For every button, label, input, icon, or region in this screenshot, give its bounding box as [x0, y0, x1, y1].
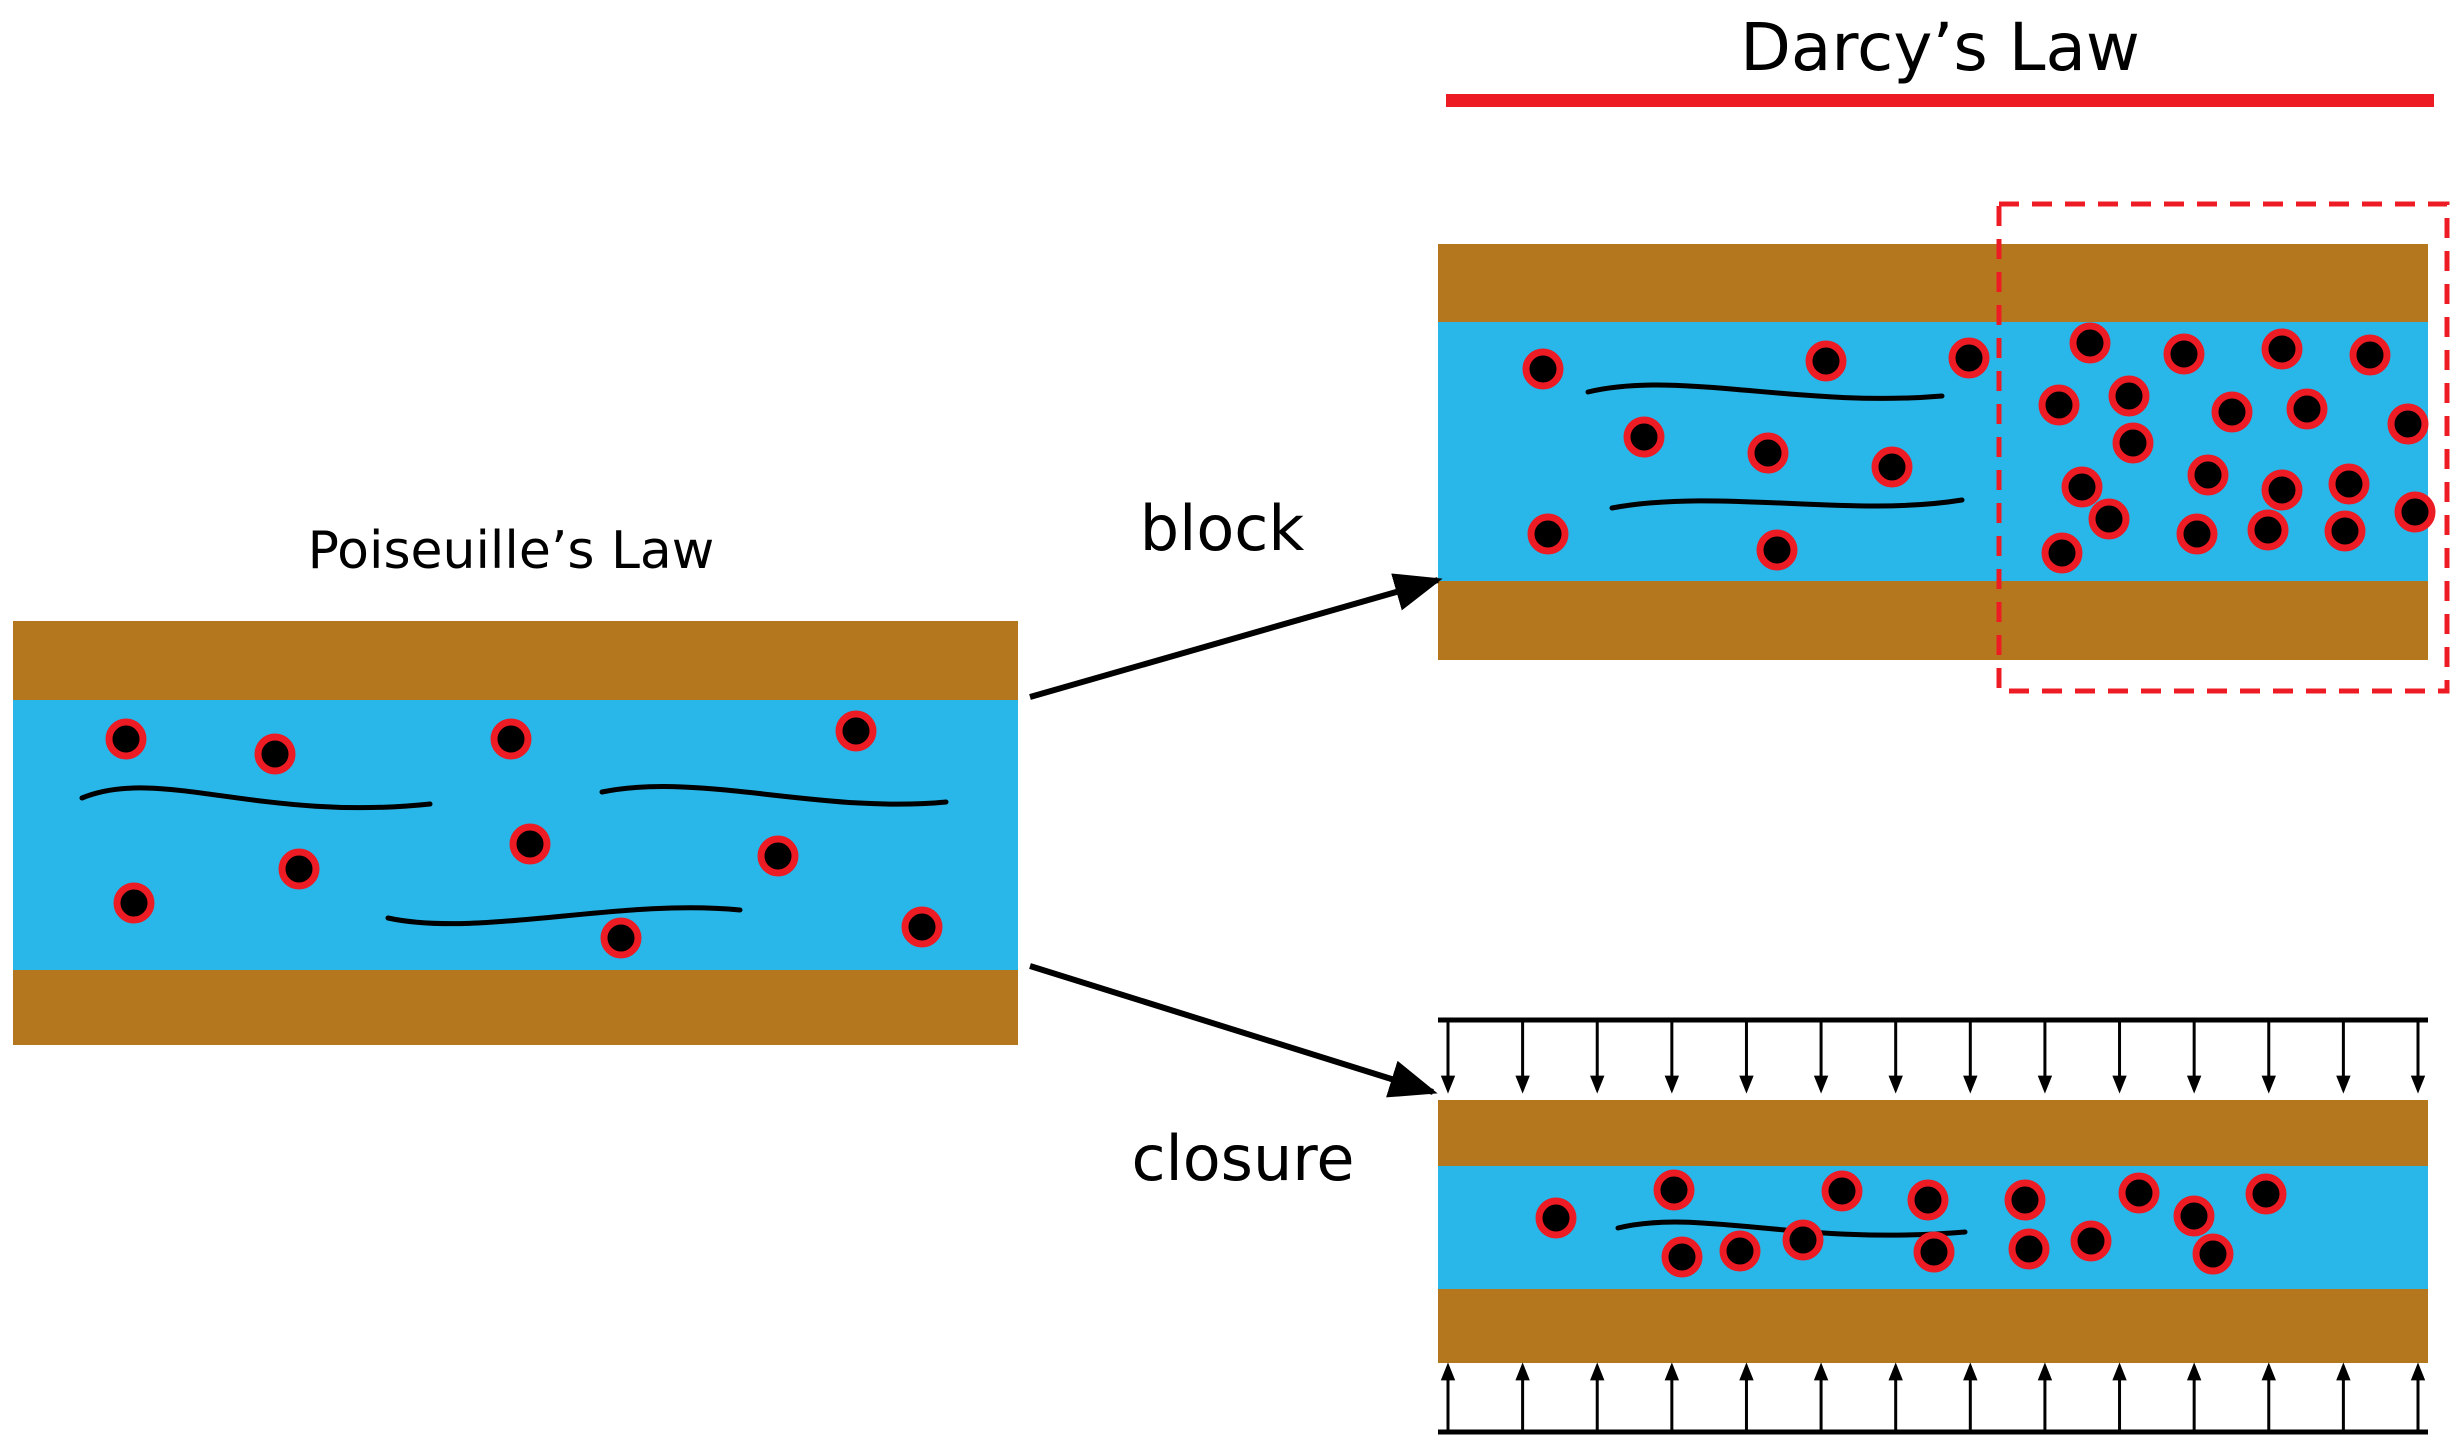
poiseuille-channel [13, 621, 1018, 1045]
block-label: block [1140, 492, 1305, 565]
pressure-arrows-bottom [1438, 1362, 2428, 1435]
pressure-arrows-top [1438, 1017, 2428, 1094]
poiseuille-law-title: Poiseuille’s Law [308, 521, 715, 581]
clot-region-dashed-box [1996, 201, 2450, 694]
darcy-law-title: Darcy’s Law [1740, 9, 2140, 86]
darcy-title-underline [1446, 94, 2434, 107]
closure-label: closure [1131, 1122, 1354, 1195]
darcy-closure-channel [1438, 1100, 2428, 1363]
darcy-block-channel [1438, 244, 2436, 660]
transition-arrows [1029, 573, 1443, 1098]
